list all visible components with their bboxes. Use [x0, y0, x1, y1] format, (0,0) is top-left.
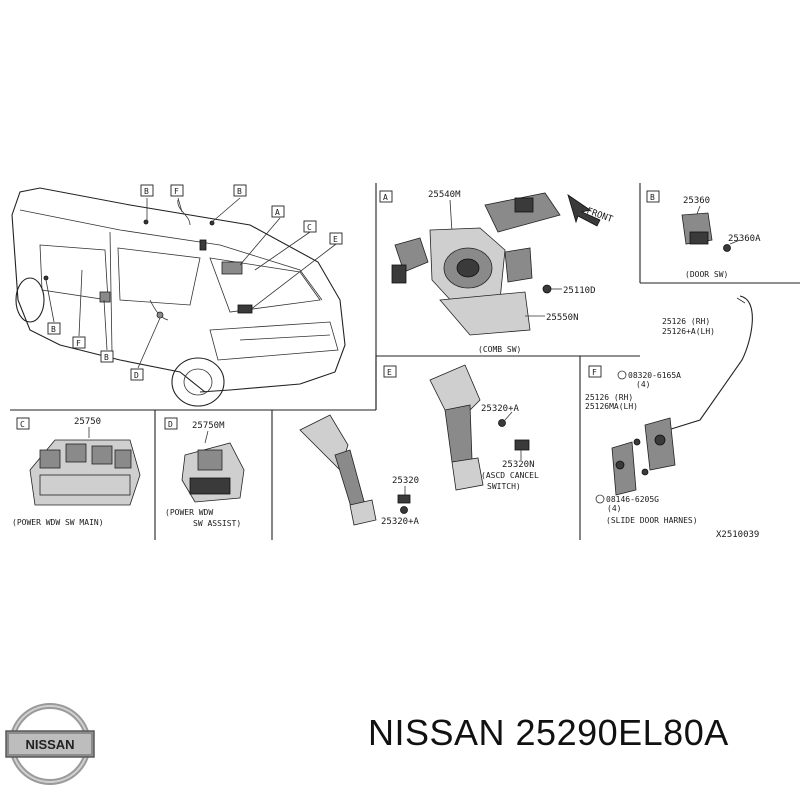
part-25126ma-lh: 25126MA(LH) — [585, 402, 638, 411]
part-25126-rh: 25126 (RH) — [662, 317, 710, 326]
svg-text:A: A — [275, 208, 280, 217]
panel-f-slide-door-harness: F 25126 (RH) 25126+A(LH) 08320-6165A (4)… — [585, 295, 759, 540]
panel-e-tag: E — [387, 368, 392, 377]
panel-e-caption-line2: SWITCH) — [487, 482, 521, 491]
part-08320-6165a: 08320-6165A — [628, 371, 681, 380]
vehicle-tag: C — [303, 220, 317, 233]
panel-a-comb-switch: A 25540M FRONT 25110D 25550N (COMB SW) — [379, 190, 614, 354]
part-25126-rh-2: 25126 (RH) — [585, 393, 633, 402]
vehicle-tag: B — [140, 184, 154, 197]
svg-text:C: C — [307, 223, 312, 232]
svg-text:F: F — [174, 187, 179, 196]
panel-e-ascd-cancel: E 25320+A 25320N (ASCD CANCEL SWITCH) 25… — [299, 364, 539, 527]
vehicle-tag: B — [100, 350, 114, 363]
panel-c-caption: (POWER WDW SW MAIN) — [12, 518, 104, 527]
vehicle-tag: B — [47, 322, 61, 335]
panel-e-caption-line1: (ASCD CANCEL — [481, 471, 539, 480]
panel-c-tag: C — [20, 420, 25, 429]
svg-text:B: B — [237, 187, 242, 196]
panel-d-power-window-assist: D 25750M (POWER WDW SW ASSIST) — [164, 417, 245, 528]
svg-text:B: B — [104, 353, 109, 362]
panel-c-power-window-main: C 25750 (POWER WDW SW MAIN) — [12, 417, 141, 527]
vehicle-tag: A — [271, 205, 285, 218]
svg-text:F: F — [76, 339, 81, 348]
svg-text:D: D — [134, 371, 139, 380]
part-25320-plus-a-lower: 25320+A — [381, 517, 420, 527]
panel-b-caption: (DOOR SW) — [685, 270, 728, 279]
part-25550n: 25550N — [546, 313, 579, 323]
svg-text:E: E — [333, 235, 338, 244]
part-25750: 25750 — [74, 417, 101, 427]
vehicle-tag: F — [72, 336, 86, 349]
product-title: NISSAN 25290EL80A — [368, 712, 729, 753]
panel-a-caption: (COMB SW) — [478, 345, 521, 354]
part-25360a: 25360A — [728, 234, 761, 244]
part-08320-qty: (4) — [636, 380, 650, 389]
part-25110d: 25110D — [563, 286, 596, 296]
panel-d-caption-line2: SW ASSIST) — [193, 519, 241, 528]
panel-a-tag: A — [383, 193, 388, 202]
panel-d-tag: D — [168, 420, 173, 429]
part-25540m: 25540M — [428, 190, 461, 200]
front-arrow-label: FRONT — [585, 206, 614, 225]
svg-text:B: B — [51, 325, 56, 334]
part-08146-qty: (4) — [607, 504, 621, 513]
svg-text:B: B — [144, 187, 149, 196]
part-08146-6205g: 08146-6205G — [606, 495, 659, 504]
panel-f-tag: F — [592, 368, 597, 377]
part-25126-a-lh: 25126+A(LH) — [662, 327, 715, 336]
part-25320n: 25320N — [502, 460, 535, 470]
vehicle-tag: D — [130, 368, 144, 381]
nissan-logo-icon: NISSAN — [5, 703, 95, 785]
vehicle-tag: E — [329, 232, 343, 245]
vehicle-illustration: B F B A C E B F B D — [11, 184, 346, 407]
vehicle-tag: F — [170, 184, 184, 197]
part-25360: 25360 — [683, 196, 710, 206]
vehicle-tag: B — [233, 184, 247, 197]
part-25320-plus-a-upper: 25320+A — [481, 404, 520, 414]
part-25750m: 25750M — [192, 421, 225, 431]
panel-frames — [10, 183, 800, 540]
diagram-code: X2510039 — [716, 530, 759, 540]
logo-text: NISSAN — [25, 737, 74, 752]
panel-f-caption: (SLIDE DOOR HARNES) — [606, 516, 698, 525]
panel-b-tag: B — [650, 193, 655, 202]
part-25320: 25320 — [392, 476, 419, 486]
panel-b-door-switch: B 25360 25360A (DOOR SW) — [646, 190, 761, 279]
panel-d-caption-line1: (POWER WDW — [165, 508, 213, 517]
